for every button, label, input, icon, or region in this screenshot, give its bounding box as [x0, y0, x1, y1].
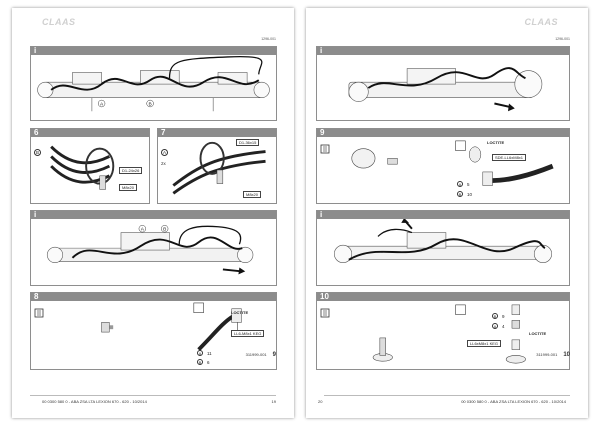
loctite-label: LOCTITE [529, 331, 547, 336]
panel-info-top: i A B [30, 46, 277, 121]
fitting-illustration [372, 304, 526, 364]
panel-info-top: i [316, 46, 570, 121]
footer-page: 20 [318, 399, 323, 404]
claas-logo: CLAAS [42, 17, 76, 27]
fitting-label: LL6-M8x1 KEG [231, 330, 265, 337]
axle-harness-illustration: A B [46, 225, 254, 275]
quantity: 2x [161, 161, 166, 166]
hose-clamp-illustration [172, 141, 266, 195]
footer-doc: 00 0300 580 0 - ABA ZSA LTA LEXION 670 -… [42, 399, 147, 404]
side-callout: A [161, 149, 168, 156]
manual-page-right: CLAAS 1296-001 i 9 [306, 8, 588, 418]
bolt-label: M8x20 [119, 184, 138, 191]
callout-a: A [100, 101, 104, 107]
axle-harness-illustration [334, 219, 552, 263]
footer-page: 19 [271, 399, 276, 404]
doc-id: 1296-001 [261, 37, 276, 41]
hose-clamp-illustration [50, 145, 115, 190]
panel-info-middle: i A B [30, 210, 277, 286]
manual-page-left: CLAAS 1296-001 i A [12, 8, 294, 418]
panel-step-6: 6 B D1-24x26 M8x20 [30, 128, 150, 204]
fitting-illustration [101, 302, 242, 351]
loctite-label: LOCTITE [231, 310, 249, 315]
panel-header: i [31, 47, 276, 55]
callout-b: B [163, 226, 166, 232]
footer-doc: 00 0300 580 0 - ABA ZSA LTA LEXION 670 -… [461, 399, 566, 404]
fitting-label: LL6xM8x1 KEG [467, 340, 502, 347]
book-icon [34, 308, 44, 318]
washer-label: D1-24x26 [119, 167, 143, 174]
book-icon [320, 144, 330, 154]
book-icon [320, 308, 330, 318]
side-callout: B [34, 149, 41, 156]
fitting-label: SDE-LL6xM8x1 [492, 154, 527, 161]
doc-id: 1296-001 [555, 37, 570, 41]
panel-info-middle: i [316, 210, 570, 286]
callout-b: B [149, 101, 152, 107]
callout-a: A [141, 226, 145, 232]
loctite-label: LOCTITE [487, 140, 505, 145]
washer-label: D1-36x15 [236, 139, 260, 146]
axle-harness-illustration: A B [37, 56, 270, 112]
claas-logo: CLAAS [524, 17, 558, 27]
axle-harness-illustration [348, 67, 543, 112]
bolt-label: M8x20 [243, 191, 262, 198]
panel-step-7: 7 A 2x D1-36x15 M8x20 [157, 128, 277, 204]
fitting-illustration [351, 140, 554, 186]
